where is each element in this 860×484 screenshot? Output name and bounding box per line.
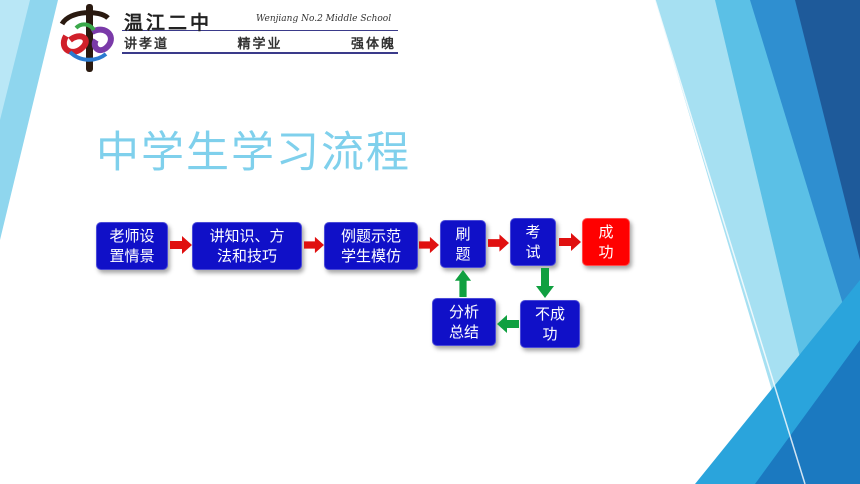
school-english-name: Wenjiang No.2 Middle School bbox=[256, 14, 392, 24]
motto-item: 讲孝道 bbox=[124, 37, 170, 52]
logo-underline bbox=[122, 52, 398, 54]
arrow-right-icon bbox=[419, 236, 439, 254]
motto-item: 强体魄 bbox=[350, 37, 396, 52]
right-decoration bbox=[655, 0, 860, 484]
step-exam-box: 考 试 bbox=[510, 218, 556, 266]
arrow-right-icon bbox=[559, 233, 581, 251]
step-analyze-box: 分析 总结 bbox=[432, 298, 496, 346]
arrow-down-icon bbox=[536, 268, 554, 298]
step-fail-box: 不成 功 bbox=[520, 300, 580, 348]
school-emblem-icon bbox=[59, 4, 114, 72]
motto-item: 精学业 bbox=[237, 37, 283, 52]
step-imitate-box: 例题示范 学生模仿 bbox=[324, 222, 418, 270]
step-practice-box: 刷 题 bbox=[440, 220, 486, 268]
page-title: 中学生学习流程 bbox=[96, 128, 411, 178]
step-success-box: 成 功 bbox=[582, 218, 630, 266]
school-logo: 温江二中 Wenjiang No.2 Middle School 讲孝道 精学业… bbox=[56, 2, 398, 72]
step-lecture-box: 讲知识、方 法和技巧 bbox=[192, 222, 302, 270]
arrow-right-icon bbox=[304, 236, 324, 254]
school-motto: 讲孝道 精学业 强体魄 bbox=[124, 33, 396, 52]
logo-rule bbox=[122, 30, 398, 31]
arrow-right-icon bbox=[170, 236, 192, 254]
arrow-left-icon bbox=[497, 315, 519, 333]
left-decoration bbox=[0, 0, 58, 240]
school-name: 温江二中 bbox=[124, 12, 213, 34]
arrow-up-icon bbox=[454, 270, 472, 297]
step-setup-box: 老师设 置情景 bbox=[96, 222, 168, 270]
arrow-right-icon bbox=[488, 234, 509, 252]
